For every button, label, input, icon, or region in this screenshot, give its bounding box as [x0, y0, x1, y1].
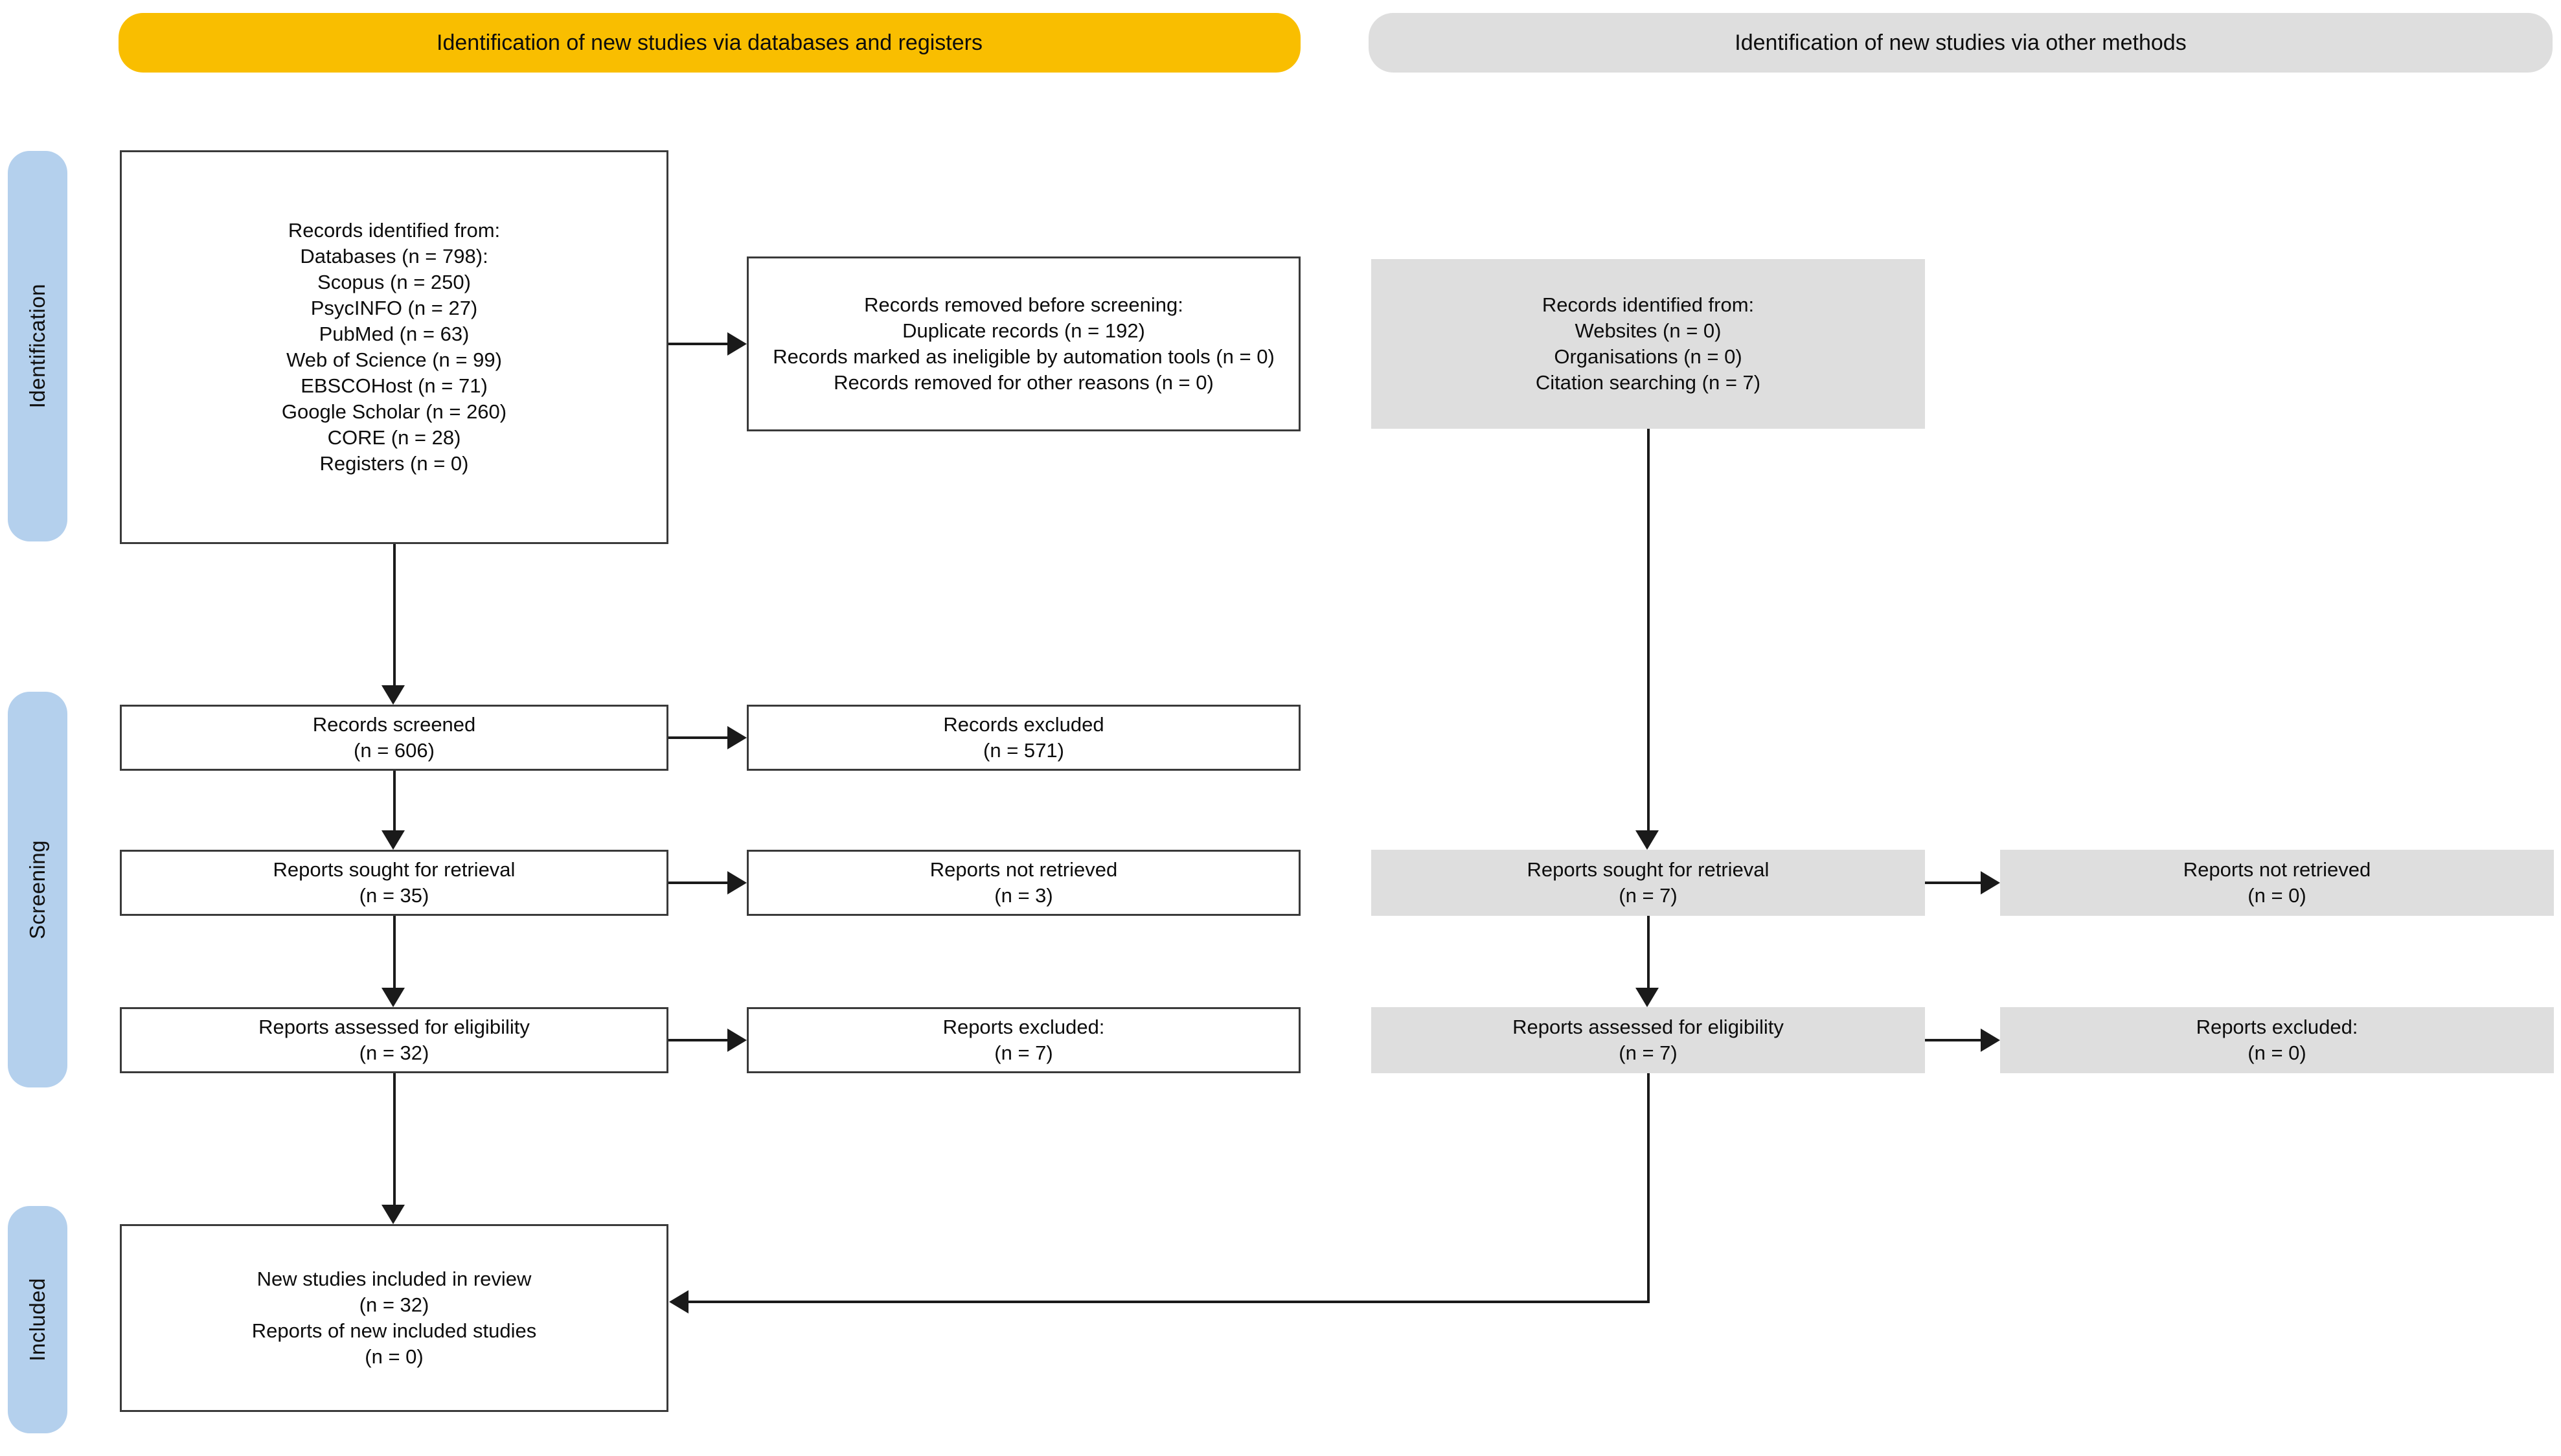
box-line: (n = 3): [994, 884, 1053, 907]
box-line: Duplicate records (n = 192): [902, 319, 1145, 343]
box-other-reports-excluded: Reports excluded: (n = 0): [2000, 1007, 2554, 1073]
box-line: Records removed before screening:: [864, 293, 1183, 317]
stage-label-screening: Screening: [25, 839, 49, 940]
arrowhead-other-assessed-to-excluded: [1981, 1029, 2000, 1052]
box-line: CORE (n = 28): [327, 426, 461, 449]
arrowhead-sought-to-not-retrieved: [727, 871, 747, 894]
box-line: Records identified from:: [1542, 293, 1755, 317]
box-line: (n = 0): [2248, 884, 2306, 907]
box-line: Records excluded: [943, 713, 1104, 736]
box-line: Registers (n = 0): [319, 451, 469, 475]
arrowhead-other-sought-to-not-retrieved: [1981, 871, 2000, 894]
connector-assessed-to-reports-excluded: [668, 1039, 727, 1041]
arrowhead-screened-to-sought: [381, 830, 405, 850]
box-line: Organisations (n = 0): [1554, 345, 1742, 368]
box-line: EBSCOHost (n = 71): [301, 374, 488, 397]
box-line: Google Scholar (n = 260): [281, 400, 507, 423]
arrowhead-screened-to-excluded: [727, 726, 747, 749]
arrowhead-identified-to-removed: [727, 332, 747, 356]
box-line: Reports sought for retrieval: [1527, 858, 1770, 882]
box-line: Reports excluded:: [942, 1016, 1105, 1039]
header-other-methods-label: Identification of new studies via other …: [1735, 30, 2187, 55]
arrowhead-other-assessed-to-included: [669, 1290, 689, 1314]
box-line: Reports not retrieved: [2183, 858, 2371, 882]
connector-other-sought-to-assessed: [1647, 916, 1650, 988]
connector-other-identified-to-sought: [1647, 429, 1650, 830]
box-records-identified: Records identified from: Databases (n = …: [120, 150, 668, 544]
box-line: (n = 0): [2248, 1041, 2306, 1064]
box-line: Reports assessed for eligibility: [1512, 1016, 1784, 1039]
connector-other-assessed-down: [1647, 1073, 1650, 1303]
box-line: (n = 32): [359, 1293, 429, 1317]
box-other-records-identified: Records identified from: Websites (n = 0…: [1371, 259, 1925, 429]
connector-assessed-to-included: [393, 1073, 396, 1205]
connector-identified-to-removed: [668, 343, 727, 345]
connector-other-assessed-to-included: [689, 1301, 1650, 1303]
connector-sought-to-assessed: [393, 916, 396, 988]
box-line: Databases (n = 798):: [300, 245, 488, 268]
box-reports-sought-for-retrieval: Reports sought for retrieval (n = 35): [120, 850, 668, 916]
arrowhead-assessed-to-included: [381, 1205, 405, 1224]
box-records-screened: Records screened (n = 606): [120, 705, 668, 771]
arrowhead-other-sought-to-assessed: [1635, 988, 1659, 1007]
header-databases-registers: Identification of new studies via databa…: [119, 13, 1301, 73]
header-databases-label: Identification of new studies via databa…: [437, 30, 983, 55]
box-line: Records screened: [312, 713, 476, 736]
box-line: (n = 32): [359, 1041, 429, 1064]
connector-screened-to-excluded: [668, 736, 727, 739]
arrowhead-sought-to-assessed: [381, 988, 405, 1007]
box-line: Records removed for other reasons (n = 0…: [834, 370, 1214, 394]
box-line: Records marked as ineligible by automati…: [773, 345, 1275, 368]
box-line: Reports assessed for eligibility: [258, 1016, 530, 1039]
box-reports-assessed-for-eligibility: Reports assessed for eligibility (n = 32…: [120, 1007, 668, 1073]
connector-identified-to-screened: [393, 544, 396, 685]
stage-bar-included: Included: [8, 1206, 67, 1433]
arrowhead-identified-to-screened: [381, 685, 405, 705]
box-line: Reports excluded:: [2196, 1016, 2358, 1039]
box-line: (n = 35): [359, 884, 429, 907]
box-line: (n = 0): [365, 1345, 424, 1368]
box-line: PsycINFO (n = 27): [310, 297, 478, 320]
box-line: (n = 7): [1619, 884, 1678, 907]
box-line: Scopus (n = 250): [317, 271, 471, 294]
box-records-excluded: Records excluded (n = 571): [747, 705, 1301, 771]
connector-other-assessed-to-excluded: [1925, 1039, 1981, 1041]
box-line: PubMed (n = 63): [319, 323, 470, 346]
box-line: Reports sought for retrieval: [273, 858, 516, 882]
box-other-reports-sought-for-retrieval: Reports sought for retrieval (n = 7): [1371, 850, 1925, 916]
arrowhead-other-identified-to-sought: [1635, 830, 1659, 850]
box-line: Reports of new included studies: [251, 1319, 537, 1342]
box-line: (n = 7): [994, 1041, 1053, 1064]
box-line: (n = 606): [354, 739, 435, 762]
box-line: Websites (n = 0): [1575, 319, 1722, 343]
box-line: Citation searching (n = 7): [1535, 370, 1761, 394]
arrowhead-assessed-to-reports-excluded: [727, 1029, 747, 1052]
connector-other-sought-to-not-retrieved: [1925, 882, 1981, 884]
box-new-studies-included: New studies included in review (n = 32) …: [120, 1224, 668, 1412]
box-line: Web of Science (n = 99): [286, 348, 502, 371]
box-records-removed-before-screening: Records removed before screening: Duplic…: [747, 256, 1301, 431]
box-line: (n = 7): [1619, 1041, 1678, 1064]
box-other-reports-assessed-for-eligibility: Reports assessed for eligibility (n = 7): [1371, 1007, 1925, 1073]
connector-screened-to-sought: [393, 771, 396, 830]
stage-label-included: Included: [25, 1278, 49, 1361]
box-reports-not-retrieved: Reports not retrieved (n = 3): [747, 850, 1301, 916]
box-line: Reports not retrieved: [929, 858, 1118, 882]
stage-bar-screening: Screening: [8, 692, 67, 1087]
box-reports-excluded: Reports excluded: (n = 7): [747, 1007, 1301, 1073]
header-other-methods: Identification of new studies via other …: [1369, 13, 2553, 73]
box-line: Records identified from:: [288, 219, 501, 242]
connector-sought-to-not-retrieved: [668, 882, 727, 884]
box-other-reports-not-retrieved: Reports not retrieved (n = 0): [2000, 850, 2554, 916]
stage-bar-identification: Identification: [8, 151, 67, 541]
box-line: New studies included in review: [256, 1268, 532, 1291]
box-line: (n = 571): [983, 739, 1064, 762]
stage-label-identification: Identification: [25, 284, 49, 409]
